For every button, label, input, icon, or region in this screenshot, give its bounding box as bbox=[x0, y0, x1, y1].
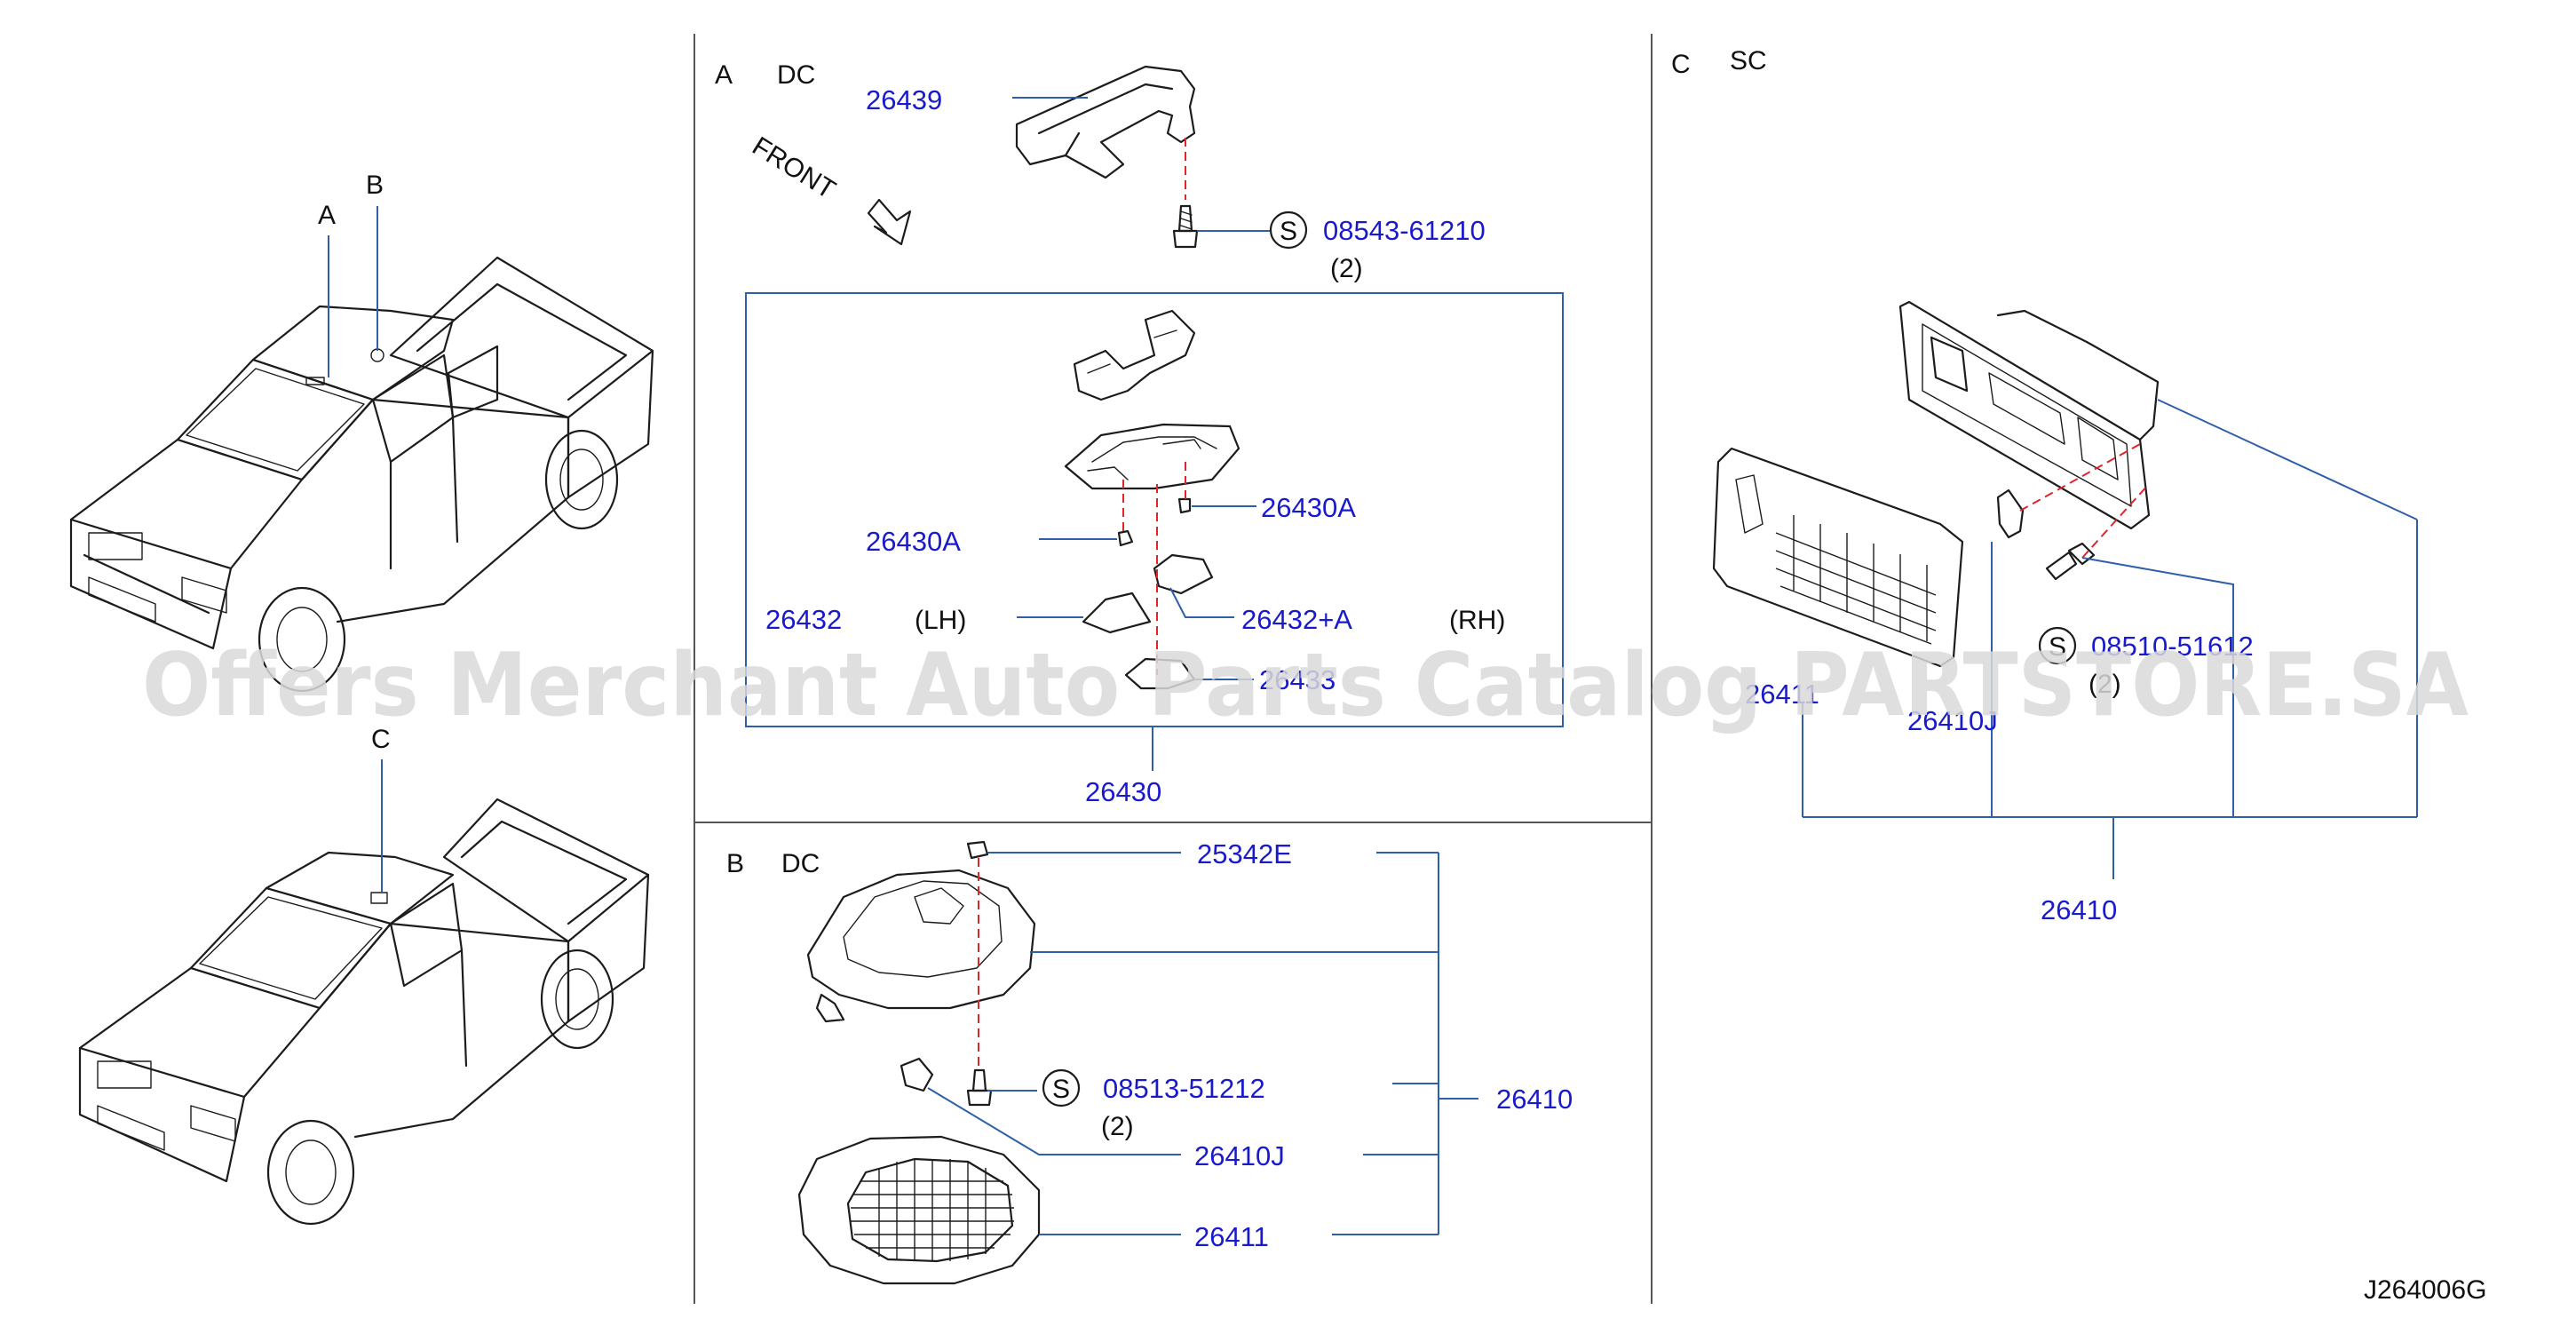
screw-c-qty: (2) bbox=[2089, 670, 2121, 699]
screw-a-symbol: S bbox=[1280, 217, 1297, 246]
part-screw-b: 08513-51212 bbox=[1103, 1073, 1265, 1104]
part-26432: 26432 bbox=[765, 604, 842, 635]
part-26430a-left: 26430A bbox=[866, 526, 961, 557]
lens-b-mesh bbox=[851, 1159, 1014, 1261]
screw-c-symbol: S bbox=[2049, 632, 2066, 662]
screw-a-symbol-circle bbox=[1269, 210, 1308, 250]
assembly-box-26430 bbox=[745, 292, 1564, 727]
section-b-letter: B bbox=[726, 849, 744, 878]
leader-c-screw bbox=[2081, 557, 2234, 817]
screw-b-qty: (2) bbox=[1101, 1112, 1134, 1141]
crew-cab-truck-illustration bbox=[69, 256, 654, 693]
part-screw-a: 08543-61210 bbox=[1323, 215, 1486, 246]
part-screw-c: 08510-51612 bbox=[2091, 631, 2254, 662]
leader-26432a bbox=[1169, 587, 1234, 618]
part-26411-b: 26411 bbox=[1194, 1221, 1269, 1252]
callout-a-top: A bbox=[318, 201, 336, 230]
screw-a-qty: (2) bbox=[1330, 254, 1363, 283]
part-26410-c: 26410 bbox=[2041, 894, 2117, 925]
section-c-letter: C bbox=[1671, 50, 1691, 79]
screw-b-symbol-circle bbox=[1042, 1068, 1081, 1108]
part-26430a-right: 26430A bbox=[1261, 492, 1356, 523]
part-26432a: 26432+A bbox=[1241, 604, 1352, 635]
section-a-letter: A bbox=[715, 60, 733, 90]
section-a-code: DC bbox=[777, 60, 815, 90]
lamp-assembly-a-drawing bbox=[1064, 309, 1240, 690]
screw-b-symbol: S bbox=[1052, 1075, 1070, 1104]
callout-b-top: B bbox=[366, 171, 384, 200]
front-arrow-icon bbox=[867, 198, 912, 246]
part-26433: 26433 bbox=[1259, 664, 1336, 695]
part-26410j-c: 26410J bbox=[1907, 705, 1998, 736]
label-lh: (LH) bbox=[915, 606, 966, 635]
label-rh: (RH) bbox=[1449, 606, 1505, 635]
section-c-code: SC bbox=[1730, 46, 1767, 75]
single-cab-truck-illustration bbox=[78, 798, 650, 1226]
lamp-assembly-c-drawing bbox=[1712, 300, 2160, 668]
part-25342e: 25342E bbox=[1197, 838, 1292, 869]
lens-c-mesh bbox=[1775, 515, 1937, 645]
front-label: FRONT bbox=[747, 131, 840, 205]
part-26439: 26439 bbox=[866, 84, 942, 115]
callout-c-bottom: C bbox=[371, 725, 391, 754]
leader-c-housing bbox=[2157, 399, 2418, 520]
part-26410-b: 26410 bbox=[1496, 1084, 1573, 1115]
diagram-code: J264006G bbox=[2364, 1275, 2486, 1305]
lamp-assembly-b-drawing bbox=[797, 840, 1041, 1285]
leader-26410j-b bbox=[927, 1087, 1181, 1155]
part-26410j-b: 26410J bbox=[1194, 1140, 1285, 1171]
part-26430: 26430 bbox=[1085, 776, 1161, 807]
bracket-26439-drawing bbox=[1015, 65, 1196, 179]
screw-c-symbol-circle bbox=[2038, 626, 2077, 665]
axis-c bbox=[2019, 443, 2150, 559]
part-26411-c: 26411 bbox=[1745, 679, 1819, 710]
watermark-text: Offers Merchant Auto Parts Catalog PARTS… bbox=[142, 635, 2469, 736]
screw-a-drawing bbox=[1172, 204, 1199, 249]
section-b-code: DC bbox=[781, 849, 820, 878]
